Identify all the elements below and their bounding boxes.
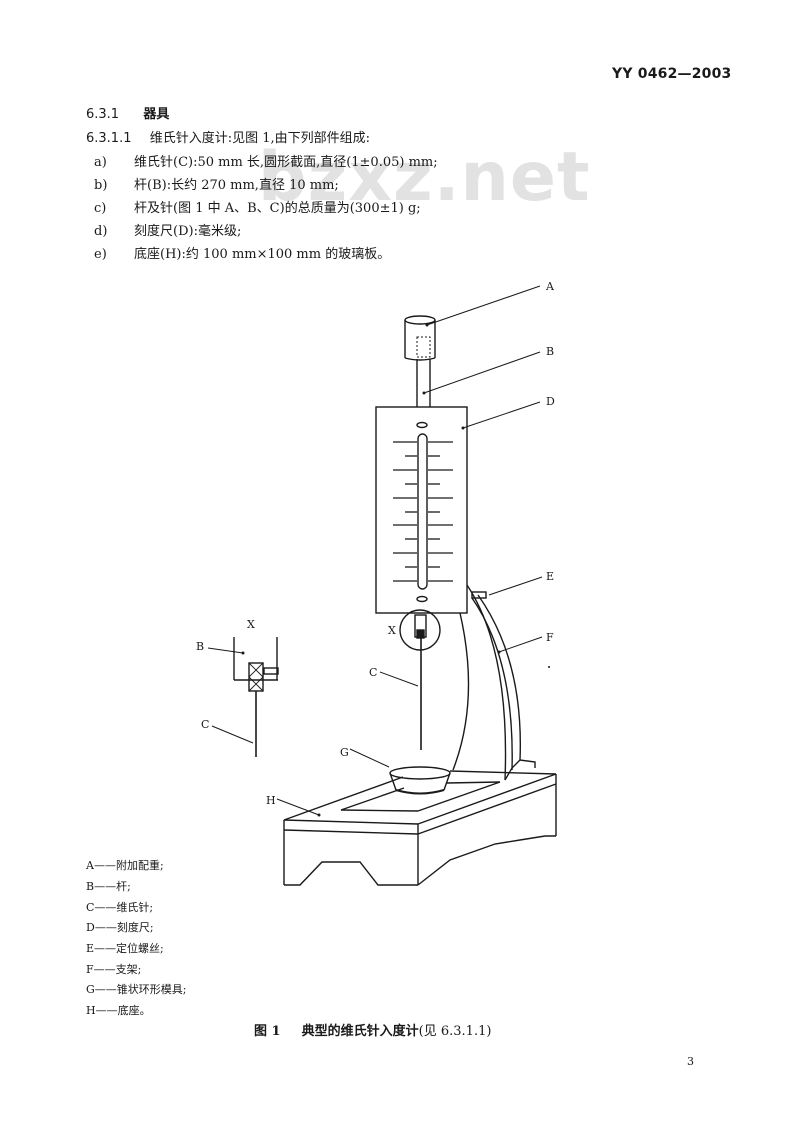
item-letter: a) bbox=[94, 155, 107, 170]
item-text: 底座(H):约 100 mm×100 mm 的玻璃板。 bbox=[134, 247, 391, 262]
label-g: G bbox=[340, 746, 349, 759]
base-h bbox=[283, 770, 557, 886]
list-item: a) 维氏针(C):50 mm 长,圆形截面,直径(1±0.05) mm; bbox=[94, 151, 438, 170]
legend-item: A——附加配重; bbox=[86, 859, 164, 872]
label-a: A bbox=[545, 280, 555, 293]
page-number: 3 bbox=[687, 1055, 694, 1068]
legend-item: E——定位螺丝; bbox=[86, 942, 164, 955]
watermark: bzxz.net bbox=[258, 138, 591, 217]
item-text: 杆及针(图 1 中 A、B、C)的总质量为(300±1) g; bbox=[134, 201, 421, 216]
subsection-line: 6.3.1.1 维氏针入度计:见图 1,由下列部件组成: bbox=[86, 127, 370, 146]
legend-item: D——刻度尺; bbox=[86, 921, 154, 934]
item-letter: c) bbox=[94, 201, 107, 216]
label-f: F bbox=[546, 631, 554, 644]
caption-reference: (见 6.3.1.1) bbox=[418, 1024, 492, 1039]
label-e: E bbox=[546, 570, 554, 583]
list-item: b) 杆(B):长约 270 mm,直径 10 mm; bbox=[94, 174, 339, 193]
list-item: d) 刻度尺(D):毫米级; bbox=[94, 220, 241, 239]
legend-item: B——杆; bbox=[86, 880, 131, 893]
subsection-text: 维氏针入度计:见图 1,由下列部件组成: bbox=[149, 131, 371, 146]
conical-ring-mould-g bbox=[389, 766, 451, 795]
section-heading: 6.3.1 器具 bbox=[86, 103, 169, 122]
label-c: C bbox=[369, 666, 377, 679]
rod-b bbox=[416, 359, 431, 407]
detail-label-x: X bbox=[247, 618, 255, 631]
item-letter: b) bbox=[94, 178, 108, 193]
section-title: 器具 bbox=[143, 107, 170, 122]
section-number: 6.3.1 bbox=[86, 107, 120, 122]
legend-item: G——锥状环形模具; bbox=[86, 983, 187, 996]
scale-d bbox=[375, 406, 468, 614]
subsection-number: 6.3.1.1 bbox=[86, 131, 132, 146]
detail-circle-x bbox=[399, 609, 441, 651]
item-text: 杆(B):长约 270 mm,直径 10 mm; bbox=[134, 178, 339, 193]
item-letter: e) bbox=[94, 247, 107, 262]
item-text: 刻度尺(D):毫米级; bbox=[134, 224, 242, 239]
item-text: 维氏针(C):50 mm 长,圆形截面,直径(1±0.05) mm; bbox=[134, 155, 438, 170]
detail-label-b: B bbox=[196, 640, 204, 653]
standard-code: YY 0462—2003 bbox=[612, 66, 732, 82]
label-h: H bbox=[266, 794, 276, 807]
detail-inset-x bbox=[207, 637, 279, 757]
figure-caption: 图 1 典型的维氏针入度计(见 6.3.1.1) bbox=[254, 1020, 491, 1039]
additional-weight-a bbox=[404, 315, 436, 361]
label-x: X bbox=[388, 624, 396, 637]
list-item: c) 杆及针(图 1 中 A、B、C)的总质量为(300±1) g; bbox=[94, 197, 421, 216]
stand-f bbox=[452, 584, 536, 781]
legend-item: F——支架; bbox=[86, 963, 142, 976]
set-screw-e bbox=[471, 591, 487, 599]
item-letter: d) bbox=[94, 224, 108, 239]
legend-item: C——维氏针; bbox=[86, 901, 154, 914]
list-item: e) 底座(H):约 100 mm×100 mm 的玻璃板。 bbox=[94, 243, 390, 262]
detail-label-c: C bbox=[201, 718, 209, 731]
caption-number: 图 1 bbox=[254, 1024, 281, 1039]
label-b: B bbox=[546, 345, 554, 358]
caption-title: 典型的维氏针入度计 bbox=[301, 1024, 419, 1039]
legend-item: H——底座。 bbox=[86, 1004, 151, 1017]
label-d: D bbox=[546, 395, 555, 408]
